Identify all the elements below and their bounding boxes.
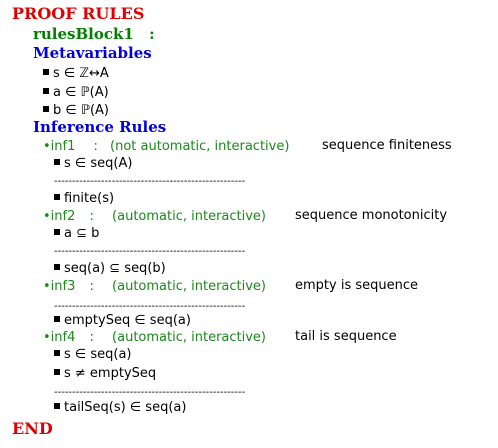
rule-header-inf4: •inf4 : (automatic, interactive) — [43, 330, 267, 345]
rule-hypothesis: s ∈ seq(a) — [54, 346, 132, 363]
metavariable-item: s ∈ ℤ↔A — [43, 65, 109, 82]
metavariable-item: a ∈ ℙ(A) — [43, 84, 109, 101]
rule-hypothesis: s ≠ emptySeq — [54, 365, 156, 382]
rule-separator: ----------------------------------------… — [54, 301, 246, 312]
rule-separator: ----------------------------------------… — [54, 246, 246, 257]
end-keyword: END — [12, 419, 53, 438]
rule-conclusion: finite(s) — [54, 190, 114, 207]
rules-block-header: rulesBlock1 : — [33, 26, 155, 43]
bullet-square-icon — [43, 69, 49, 75]
rule-description: tail is sequence — [295, 329, 397, 344]
metavariable-item: b ∈ ℙ(A) — [43, 102, 109, 119]
rule-description: sequence finiteness — [322, 138, 452, 153]
page-title: PROOF RULES — [12, 4, 145, 23]
rule-header-inf2: •inf2 : (automatic, interactive) — [43, 209, 267, 224]
rule-hypothesis: s ∈ seq(A) — [54, 155, 132, 172]
bullet-square-icon — [54, 350, 60, 356]
block-colon: : — [149, 25, 155, 43]
bullet-square-icon — [54, 264, 60, 270]
rule-conclusion: seq(a) ⊆ seq(b) — [54, 260, 166, 277]
rule-header-inf3: •inf3 : (automatic, interactive) — [43, 279, 267, 294]
rule-hypothesis: a ⊆ b — [54, 225, 99, 242]
bullet-square-icon — [54, 369, 60, 375]
bullet-square-icon — [54, 316, 60, 322]
inference-rules-heading: Inference Rules — [33, 118, 167, 136]
rule-description: empty is sequence — [295, 278, 418, 293]
rule-conclusion: emptySeq ∈ seq(a) — [54, 312, 191, 329]
rule-separator: ----------------------------------------… — [54, 387, 246, 398]
bullet-square-icon — [54, 229, 60, 235]
rule-conclusion: tailSeq(s) ∈ seq(a) — [54, 399, 186, 416]
rule-header-inf1: •inf1 : (not automatic, interactive) — [43, 139, 290, 154]
bullet-square-icon — [54, 403, 60, 409]
rule-separator: ----------------------------------------… — [54, 176, 246, 187]
block-name: rulesBlock1 — [33, 25, 134, 43]
metavariables-heading: Metavariables — [33, 44, 152, 62]
bullet-square-icon — [43, 106, 49, 112]
bullet-square-icon — [43, 88, 49, 94]
bullet-square-icon — [54, 159, 60, 165]
bullet-square-icon — [54, 194, 60, 200]
rule-description: sequence monotonicity — [295, 208, 448, 223]
